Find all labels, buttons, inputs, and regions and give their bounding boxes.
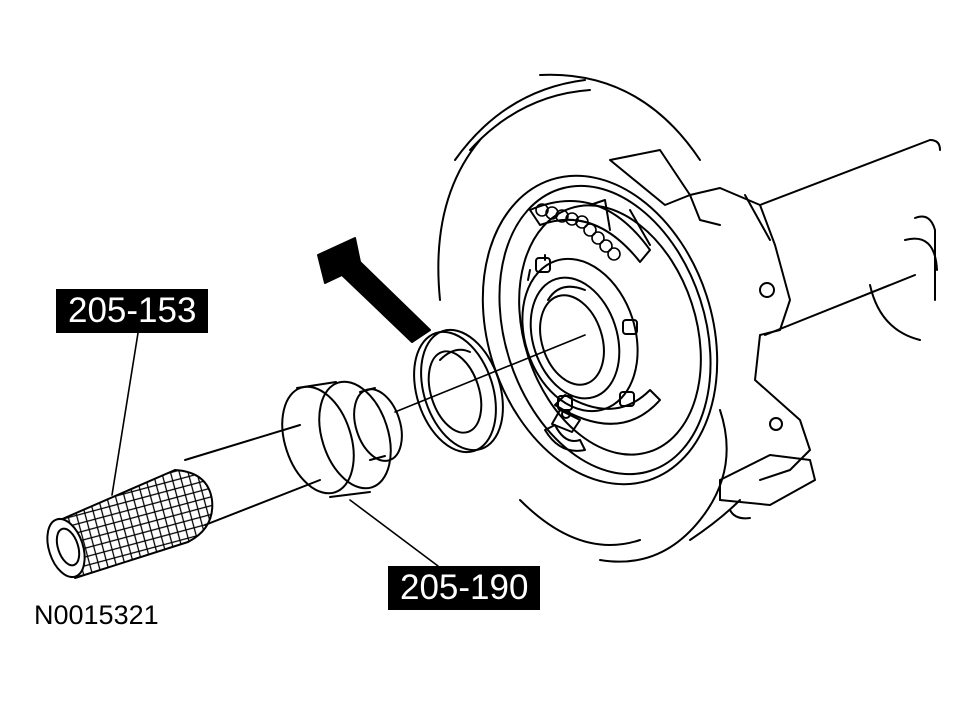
installation-arrow-icon bbox=[317, 237, 431, 343]
tool-label-205-190: 205-190 bbox=[388, 566, 541, 610]
axle-housing bbox=[759, 139, 941, 341]
seal-installer-head bbox=[281, 380, 403, 498]
leader-lines bbox=[111, 332, 439, 567]
axle-hub bbox=[521, 254, 639, 413]
figure-id: N0015321 bbox=[34, 600, 159, 630]
assembly-centerline bbox=[394, 334, 586, 413]
brake-shoes bbox=[529, 199, 661, 452]
tool-label-205-153: 205-153 bbox=[56, 289, 209, 333]
axle-flange bbox=[609, 149, 816, 520]
axle-seal bbox=[413, 328, 504, 454]
wheel-outline bbox=[437, 73, 741, 563]
return-springs bbox=[535, 203, 621, 261]
